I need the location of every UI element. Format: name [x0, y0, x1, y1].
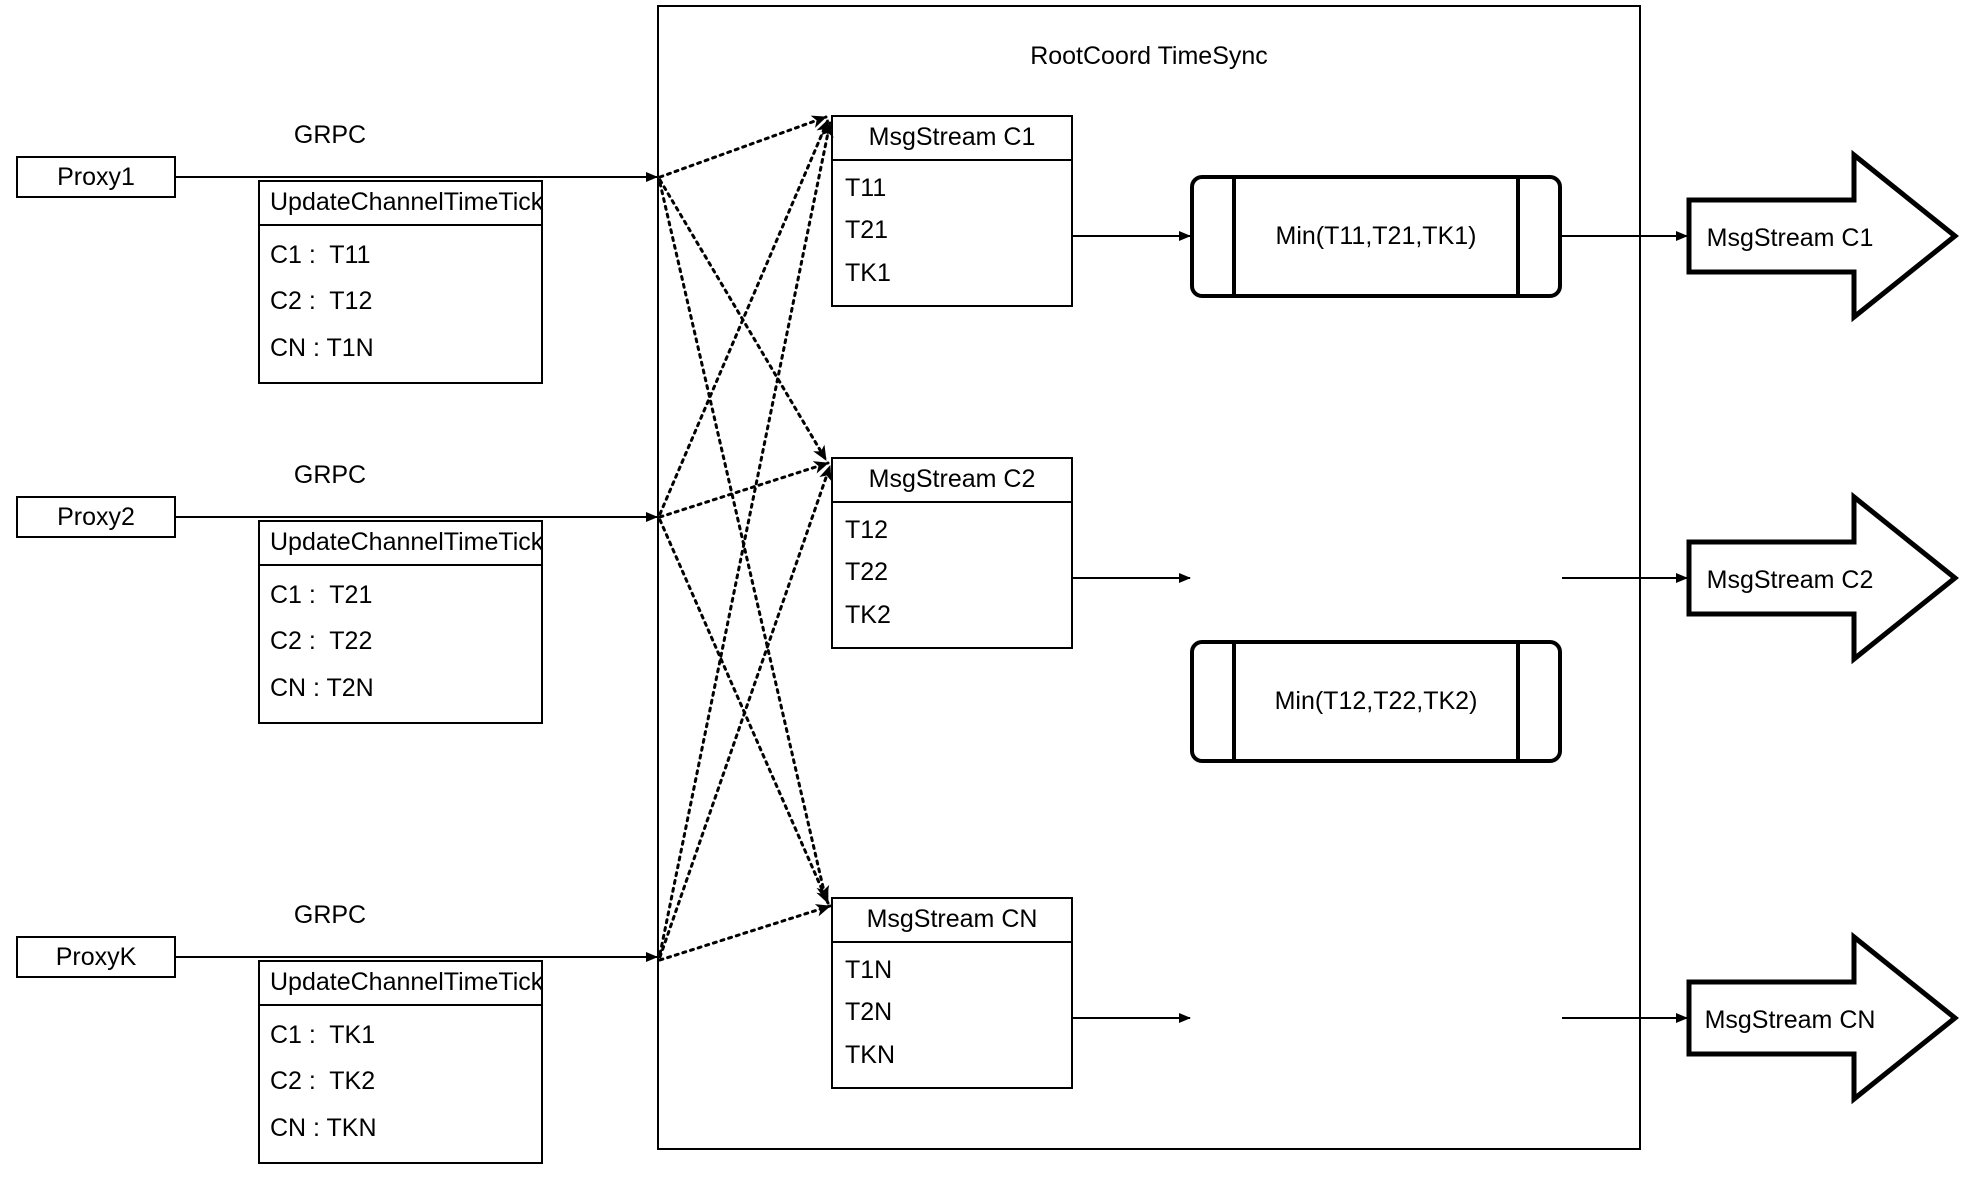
msgstream-header-c1: MsgStream C1: [833, 117, 1071, 161]
process-divider-right-icon: [1516, 643, 1520, 760]
msgstream-box-c1[interactable]: MsgStream C1 T11 T21 TK1: [831, 115, 1073, 307]
msgstream-row: TK1: [845, 259, 891, 288]
proxy-box-2[interactable]: Proxy2: [16, 496, 176, 538]
msgstream-header-c2: MsgStream C2: [833, 459, 1071, 503]
msgstream-row: T1N: [845, 955, 893, 984]
proxy-label-2: Proxy2: [57, 502, 135, 531]
proxy-box-1[interactable]: Proxy1: [16, 156, 176, 198]
min-label-c1: Min(T11,T21,TK1): [1275, 222, 1477, 250]
tick-body-1: C1 : T11 C2 : T12 CN : T1N: [260, 226, 541, 382]
msgstream-row: TK2: [845, 601, 891, 630]
tick-row: CN : T2N: [270, 674, 374, 703]
tick-row: CN : T1N: [270, 334, 374, 363]
msgstream-body-cn: T1N T2N TKN: [833, 943, 1071, 1087]
tick-row: C2 : T12: [270, 287, 373, 316]
proxy-label-1: Proxy1: [57, 162, 135, 191]
rootcoord-timesync-title: RootCoord TimeSync: [1030, 42, 1268, 70]
grpc-label-1: GRPC: [293, 121, 367, 149]
grpc-label-2: GRPC: [293, 461, 367, 489]
msgstream-row: T21: [845, 216, 889, 245]
output-block-arrow-c2[interactable]: MsgStream C2: [1686, 491, 1959, 665]
output-block-arrow-c1[interactable]: MsgStream C1: [1686, 149, 1959, 323]
min-label-c2: Min(T12,T22,TK2): [1274, 687, 1478, 715]
output-block-arrow-cn[interactable]: MsgStream CN: [1686, 931, 1959, 1105]
process-divider-left-icon: [1232, 178, 1236, 295]
tick-row: C2 : TK2: [270, 1067, 376, 1096]
proxy-box-3[interactable]: ProxyK: [16, 936, 176, 978]
msgstream-row: T2N: [845, 998, 893, 1027]
msgstream-row: TKN: [845, 1041, 895, 1070]
msgstream-body-c2: T12 T22 TK2: [833, 503, 1071, 647]
output-label-c2: MsgStream C2: [1707, 566, 1874, 594]
tick-row: C1 : T21: [270, 580, 373, 609]
msgstream-header-cn: MsgStream CN: [833, 899, 1071, 943]
min-process-box-c1[interactable]: Min(T11,T21,TK1): [1190, 175, 1562, 298]
tick-body-3: C1 : TK1 C2 : TK2 CN : TKN: [260, 1006, 541, 1162]
process-divider-left-icon: [1232, 643, 1236, 760]
tick-row: C2 : T22: [270, 627, 373, 656]
tick-row: C1 : T11: [270, 240, 371, 269]
process-divider-right-icon: [1516, 178, 1520, 295]
msgstream-row: T12: [845, 515, 889, 544]
tick-header-3: UpdateChannelTimeTick: [260, 962, 543, 1006]
output-label-c1: MsgStream C1: [1707, 224, 1874, 252]
update-channel-timetick-box-3[interactable]: UpdateChannelTimeTick C1 : TK1 C2 : TK2 …: [258, 960, 543, 1164]
msgstream-box-c2[interactable]: MsgStream C2 T12 T22 TK2: [831, 457, 1073, 649]
output-label-cn: MsgStream CN: [1705, 1006, 1876, 1034]
grpc-label-3: GRPC: [293, 901, 367, 929]
proxy-label-3: ProxyK: [55, 942, 137, 971]
update-channel-timetick-box-1[interactable]: UpdateChannelTimeTick C1 : T11 C2 : T12 …: [258, 180, 543, 384]
update-channel-timetick-box-2[interactable]: UpdateChannelTimeTick C1 : T21 C2 : T22 …: [258, 520, 543, 724]
min-process-box-c2[interactable]: Min(T12,T22,TK2): [1190, 640, 1562, 763]
msgstream-row: T11: [845, 173, 887, 202]
tick-row: CN : TKN: [270, 1114, 377, 1143]
tick-header-2: UpdateChannelTimeTick: [260, 522, 543, 566]
tick-header-1: UpdateChannelTimeTick: [260, 182, 543, 226]
tick-row: C1 : TK1: [270, 1020, 376, 1049]
msgstream-box-cn[interactable]: MsgStream CN T1N T2N TKN: [831, 897, 1073, 1089]
msgstream-body-c1: T11 T21 TK1: [833, 161, 1071, 305]
tick-body-2: C1 : T21 C2 : T22 CN : T2N: [260, 566, 541, 722]
msgstream-row: T22: [845, 558, 889, 587]
